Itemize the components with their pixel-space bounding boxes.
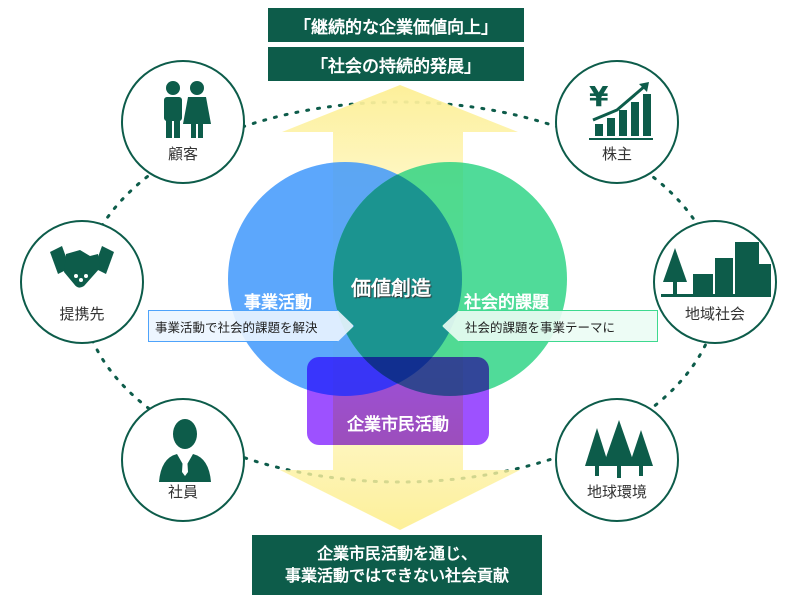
stakeholder-environment: 地球環境: [555, 398, 679, 522]
stakeholder-employees: 社員: [121, 398, 245, 522]
callout-social: 社会的課題を事業テーマに: [442, 310, 658, 342]
stakeholder-label: 地域社会: [684, 305, 745, 323]
citizen-activity-description: 企業市民活動を通じ、 事業活動ではできない社会貢献: [252, 535, 542, 595]
description-line: 事業活動ではできない社会貢献: [284, 566, 509, 585]
stakeholder-label: 社員: [167, 483, 198, 501]
citizen-box: [307, 357, 489, 445]
stakeholder-shareholders: ¥ 株主: [555, 60, 679, 184]
description-line: 企業市民活動を通じ、: [316, 544, 477, 563]
svg-text:¥: ¥: [589, 80, 609, 113]
stakeholder-customers: 顧客: [121, 60, 245, 184]
social-label: 社会的課題: [464, 293, 549, 313]
trees-icon: [585, 420, 653, 478]
stakeholder-label: 提携先: [59, 305, 105, 323]
callout-business: 事業活動で社会的課題を解決: [148, 310, 354, 342]
couple-icon: [164, 81, 211, 138]
goal-label-sustainable-development: 「社会の持続的発展」: [268, 47, 524, 81]
citizen-label: 企業市民活動: [347, 415, 449, 435]
value-creation-label: 価値創造: [351, 276, 431, 300]
stakeholder-label: 地球環境: [586, 483, 647, 501]
stakeholder-label: 顧客: [167, 145, 198, 163]
stakeholder-partners: 提携先: [20, 220, 144, 344]
stakeholder-label: 株主: [601, 145, 632, 163]
stakeholder-community: 地域社会: [653, 220, 777, 344]
yen-growth-chart-icon: ¥: [589, 80, 653, 140]
businessman-icon: [159, 419, 211, 482]
city-icon: [661, 242, 771, 297]
business-label: 事業活動: [244, 293, 312, 313]
handshake-icon: [50, 246, 114, 288]
goal-label-corporate-value: 「継続的な企業価値向上」: [268, 8, 524, 42]
